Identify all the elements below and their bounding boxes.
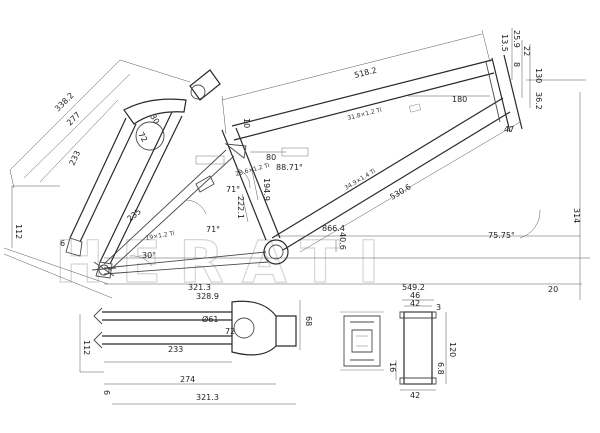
bottom-bracket (263, 239, 289, 265)
fork-top-drawing: 338.2 277 233 30 72 112 6 321.3 328.9 (3, 59, 221, 301)
tube-label-down: 34.9×1.4 Ti (343, 168, 377, 192)
dim-top-right-d: 8 (512, 62, 521, 67)
dim-bb-drop: 40.6 (338, 232, 347, 250)
detail-dim-46: 46 (410, 291, 420, 300)
fork-dim-30: 30 (148, 113, 161, 126)
fork-bottom-dim-321: 321.3 (196, 393, 219, 402)
dim-chainstay: 549.2 (402, 283, 425, 292)
detail-dim-120: 120 (448, 342, 457, 357)
fork-dim-72: 72 (136, 131, 149, 144)
detail-dim-16: 16 (388, 362, 397, 372)
dim-top-tube: 518.2 (353, 66, 377, 80)
headset-cup-detail (340, 311, 384, 371)
dim-seat-194: 194.9 (262, 178, 271, 201)
dim-36: 36.2 (534, 92, 543, 110)
tube-label-top: 31.8×1.2 Ti (347, 107, 383, 122)
fork-bottom-dim-274: 274 (180, 375, 195, 384)
fork-dim-277: 277 (65, 110, 82, 127)
head-tube-detail: 46 42 3 120 16 6.8 42 (388, 291, 457, 400)
main-frame (91, 54, 523, 277)
fork-dim-321: 321.3 (188, 283, 211, 292)
dim-angle-71a: 71° (226, 185, 240, 194)
fork-bottom-drawing: Ø61 72 68 233 112 6 274 321.3 (79, 300, 313, 405)
seat-stay (103, 149, 227, 265)
fork-bottom-dim-112: 112 (82, 340, 91, 355)
fork-dim-328: 328.9 (196, 292, 219, 301)
tube-label-seat: 28.6×1.2 Ti (235, 162, 271, 178)
dim-seat-222: 222.1 (236, 196, 245, 219)
seat-tube (221, 129, 267, 241)
fork-crown-circle (135, 121, 165, 151)
dim-top-right-a: 25.9 (512, 30, 521, 48)
detail-dim-3: 3 (436, 303, 441, 312)
fork-crown-hole (190, 84, 206, 100)
fork-bottom-dim-61: Ø61 (202, 314, 218, 324)
head-tube (491, 57, 511, 133)
dim-seat-10: 10 (242, 118, 251, 128)
watermark-text: HERATI (55, 228, 397, 296)
dim-angle-30: 30° (142, 251, 156, 260)
dim-angle-75: 75.75° (488, 231, 515, 240)
top-tube (231, 59, 493, 127)
down-tube (271, 97, 504, 239)
dim-seat-tall: 314 (572, 208, 581, 223)
dim-seat-80: 80 (266, 153, 276, 162)
fork-dim-338: 338.2 (53, 91, 76, 114)
fork-bottom-dim-68: 68 (304, 316, 313, 326)
dim-wheelbase: 866.4 (322, 224, 345, 233)
dim-180: 180 (452, 95, 467, 104)
fork-bottom-dim-72: 72 (225, 327, 235, 336)
dim-head-length: 130 (534, 68, 543, 83)
dim-47: 47 (504, 125, 514, 134)
detail-dim-42-bottom: 42 (410, 391, 420, 400)
detail-dim-42-top: 42 (410, 299, 420, 308)
dim-20: 20 (548, 285, 558, 294)
fork-dim-112: 112 (14, 224, 23, 239)
fork-dim-6: 6 (60, 239, 65, 248)
fork-dim-233: 233 (68, 149, 83, 167)
fork-bottom-dim-233: 233 (168, 345, 183, 354)
dim-top-right-c: 13.5 (500, 34, 509, 52)
dim-angle-71b: 71° (206, 225, 220, 234)
fork-bottom-dim-6: 6 (102, 390, 111, 395)
dim-seat-angle: 88.71° (276, 163, 303, 172)
dim-top-right-b: 22 (522, 46, 531, 56)
detail-dim-6-8: 6.8 (436, 362, 445, 375)
chain-stay (103, 251, 267, 269)
dim-down-tube: 530.6 (388, 182, 412, 202)
rear-dropout (98, 264, 110, 276)
